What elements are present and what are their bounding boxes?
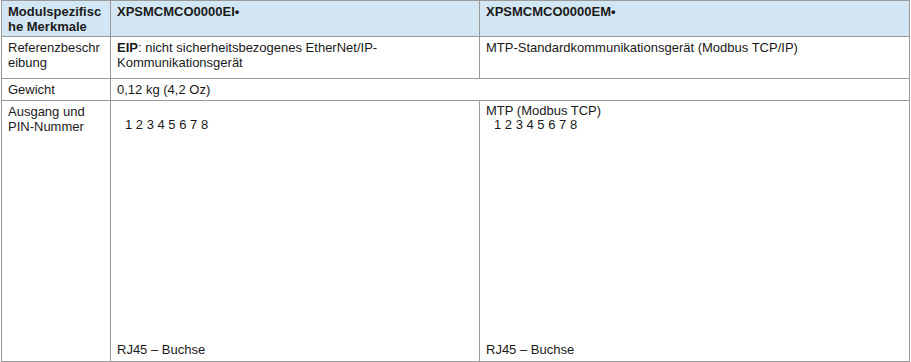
table-text: MTP-Standardkommunikationsgerät (Modbus …	[486, 40, 798, 55]
cell-text: Gewicht	[8, 82, 104, 97]
cell-text: MTP (Modbus TCP)	[486, 103, 903, 118]
table-text: : nicht sicherheitsbezogenes EtherNet/IP…	[117, 40, 377, 70]
cell-text: Modulspezifische Merkmale	[8, 4, 104, 34]
table-text: 1 2 3 4 5 6 7 8	[125, 117, 208, 132]
table-text: Gewicht	[8, 82, 55, 97]
cell-text: XPSMCMCO0000EM•	[486, 4, 903, 19]
header-cell: Modulspezifische Merkmale	[1, 0, 111, 37]
header-cell: XPSMCMCO0000EI•	[110, 0, 480, 37]
cell-text: 1 2 3 4 5 6 7 8	[494, 117, 903, 132]
cell-text: 0,12 kg (4,2 Oz)	[117, 82, 903, 97]
cell-text: RJ45 – Buchse	[117, 342, 473, 357]
table-cell: Ausgang und PIN-Nummer	[1, 100, 111, 362]
cell-text: MTP-Standardkommunikationsgerät (Modbus …	[486, 40, 903, 55]
cell-text: Referenzbeschreibung	[8, 40, 104, 70]
table-cell: MTP-Standardkommunikationsgerät (Modbus …	[479, 36, 910, 79]
table-cell: MTP (Modbus TCP)1 2 3 4 5 6 7 8 RJ45 – Bu…	[479, 100, 910, 362]
table-cell: Referenzbeschreibung	[1, 36, 111, 79]
header-cell: XPSMCMCO0000EM•	[479, 0, 910, 37]
table-text: 0,12 kg (4,2 Oz)	[117, 82, 210, 97]
table-text: 1 2 3 4 5 6 7 8	[494, 117, 577, 132]
cell-text: Ausgang und PIN-Nummer	[8, 104, 104, 134]
table-text: Referenzbeschreibung	[8, 40, 100, 70]
table-text: Modulspezifische Merkmale	[8, 4, 101, 34]
table-text: RJ45 – Buchse	[117, 342, 205, 357]
cell-text: 1 2 3 4 5 6 7 8	[125, 117, 473, 132]
table-cell: Gewicht	[1, 78, 111, 101]
cell-text: RJ45 – Buchse	[486, 342, 903, 357]
table-cell: 0,12 kg (4,2 Oz)	[110, 78, 910, 101]
table-cell: 1 2 3 4 5 6 7 8 RJ45 – Buchse	[110, 100, 480, 362]
table-text: Ausgang und PIN-Nummer	[8, 104, 85, 134]
table-text: XPSMCMCO0000EM•	[486, 4, 616, 19]
cell-text: XPSMCMCO0000EI•	[117, 4, 473, 19]
reference-code: EIP	[117, 40, 138, 55]
table-text: MTP (Modbus TCP)	[486, 103, 601, 118]
table-text: RJ45 – Buchse	[486, 342, 574, 357]
table-cell: EIP: nicht sicherheitsbezogenes EtherNet…	[110, 36, 480, 79]
cell-text: EIP: nicht sicherheitsbezogenes EtherNet…	[117, 40, 473, 70]
table-text: XPSMCMCO0000EI•	[117, 4, 239, 19]
